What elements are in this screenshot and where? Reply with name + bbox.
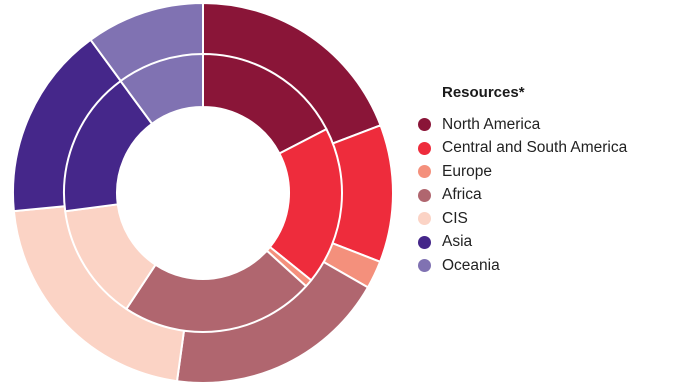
legend-label: Asia bbox=[442, 233, 473, 251]
legend-title: Resources* bbox=[442, 84, 525, 101]
inner-slice-africa bbox=[125, 249, 308, 333]
legend-swatch bbox=[418, 118, 431, 132]
legend-item-oceania: Oceania bbox=[418, 254, 627, 278]
legend-label: Europe bbox=[442, 162, 492, 180]
legend-item-asia: Asia bbox=[418, 231, 627, 255]
legend-swatch bbox=[418, 259, 431, 273]
legend-swatch bbox=[418, 165, 431, 179]
legend-swatch bbox=[418, 212, 431, 226]
legend-label: North America bbox=[442, 115, 541, 133]
legend-item-north-america: North America bbox=[418, 113, 627, 137]
legend-item-europe: Europe bbox=[418, 160, 627, 184]
legend-swatch bbox=[418, 141, 431, 155]
legend-label: Africa bbox=[442, 186, 482, 204]
inner-slice-oceania bbox=[119, 53, 204, 125]
legend-label: CIS bbox=[442, 209, 468, 227]
legend-item-cis: CIS bbox=[418, 207, 627, 231]
legend-swatch bbox=[418, 188, 431, 202]
legend-label: Central and South America bbox=[442, 139, 628, 157]
legend-label: Oceania bbox=[442, 256, 500, 274]
legend-item-central-and-south-america: Central and South America bbox=[418, 137, 627, 161]
legend-swatch bbox=[418, 235, 431, 249]
legend-item-africa: Africa bbox=[418, 184, 627, 208]
